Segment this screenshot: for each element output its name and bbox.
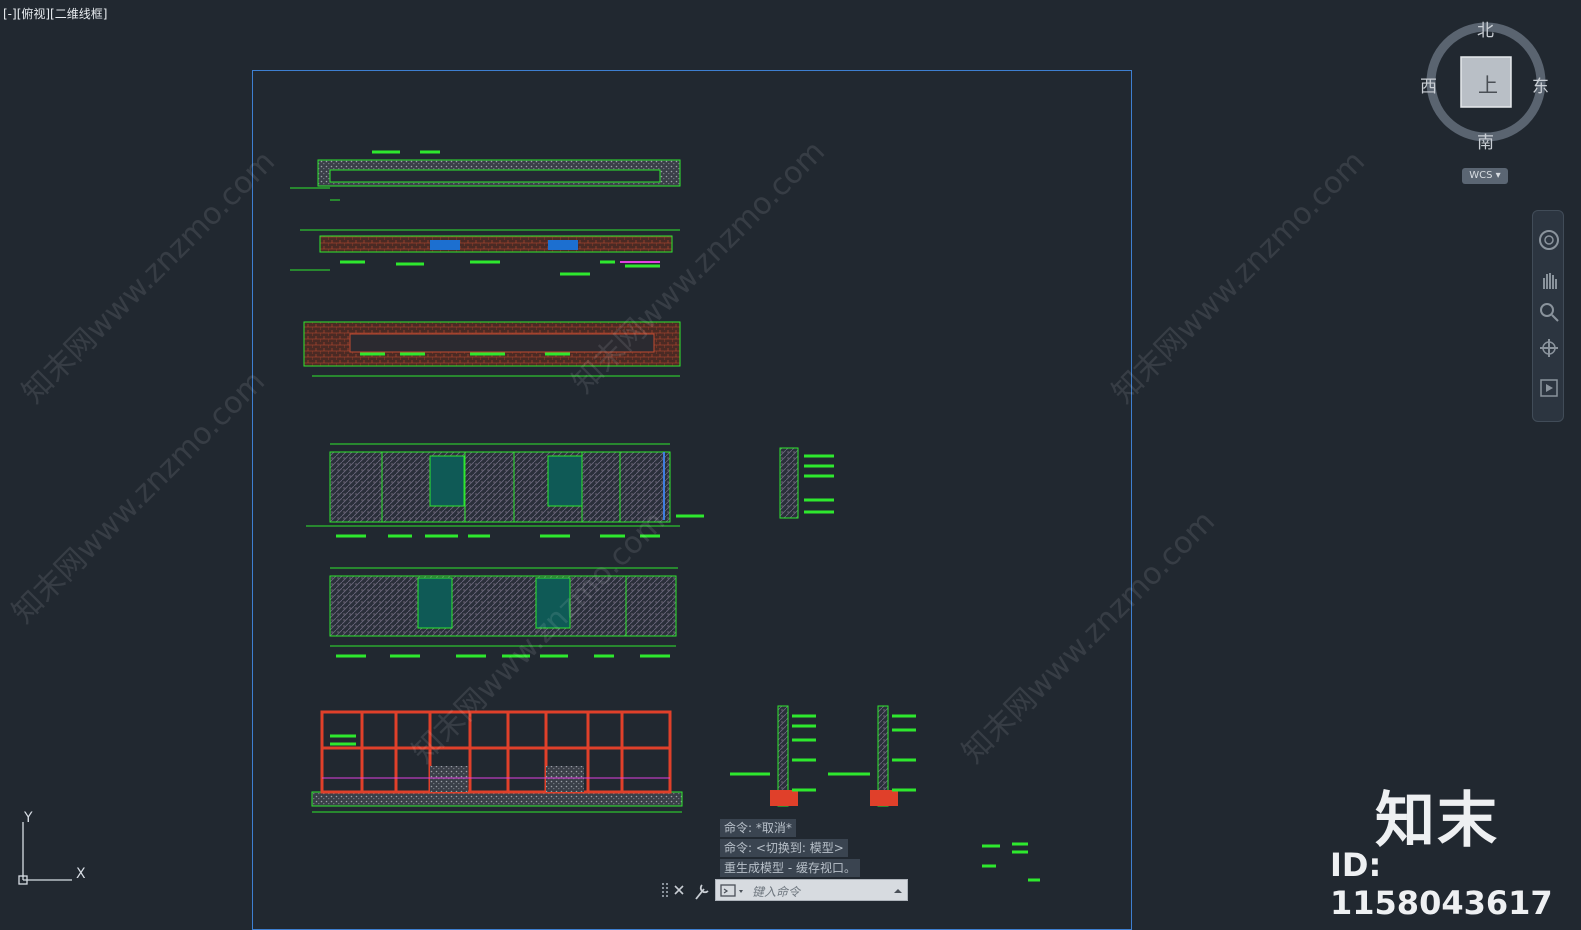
viewport-label[interactable]: [-][俯视][二维线框]: [3, 7, 108, 21]
frame-elevation: [311, 710, 683, 813]
ucs-y-label: Y: [24, 810, 33, 826]
customize-wrench-icon[interactable]: [695, 884, 709, 900]
command-placeholder: 键入命令: [752, 885, 801, 899]
compass-west[interactable]: 西: [1420, 77, 1437, 97]
command-prompt-icon[interactable]: [719, 880, 749, 900]
navigation-bar[interactable]: [1532, 210, 1564, 422]
steering-wheel-icon[interactable]: [1538, 229, 1560, 251]
compass-north[interactable]: 北: [1477, 21, 1494, 41]
brand-logo-text: 知末: [1375, 786, 1499, 856]
viewcube-ring[interactable]: [1424, 20, 1548, 144]
showmotion-icon[interactable]: [1538, 377, 1560, 399]
ucs-x-label: X: [76, 866, 86, 882]
command-history-line: 命令: <切换到: 模型>: [720, 839, 848, 857]
grip-handle-icon[interactable]: [662, 883, 668, 899]
command-input[interactable]: 键入命令: [715, 879, 908, 901]
ucs-icon: Y X: [10, 810, 100, 890]
compass-south[interactable]: 南: [1477, 133, 1494, 153]
elevation-a: [306, 443, 834, 538]
command-history-line: 命令: *取消*: [720, 819, 796, 837]
compass-east[interactable]: 东: [1532, 77, 1549, 97]
wcs-menu-button[interactable]: WCS ▾: [1462, 168, 1508, 184]
plan-view-top: [290, 150, 681, 201]
history-up-icon[interactable]: [893, 886, 903, 896]
viewcube-top-face[interactable]: 上: [1478, 73, 1498, 97]
plan-view-structure: [290, 229, 680, 276]
close-icon[interactable]: [674, 885, 684, 895]
orbit-icon[interactable]: [1538, 337, 1560, 359]
wcs-label: WCS: [1469, 170, 1493, 181]
cad-drawing-canvas[interactable]: [0, 0, 1581, 911]
command-history-line: 重生成模型 - 缓存视口。: [720, 859, 860, 877]
plan-view-foundation: [303, 321, 681, 377]
elevation-b: [329, 567, 678, 658]
pan-hand-icon[interactable]: [1538, 269, 1560, 291]
section-details: [730, 705, 1040, 882]
viewcube[interactable]: 上 北 南 东 西: [1420, 20, 1549, 153]
zoom-extents-icon[interactable]: [1538, 301, 1560, 323]
command-bar: [660, 879, 910, 903]
